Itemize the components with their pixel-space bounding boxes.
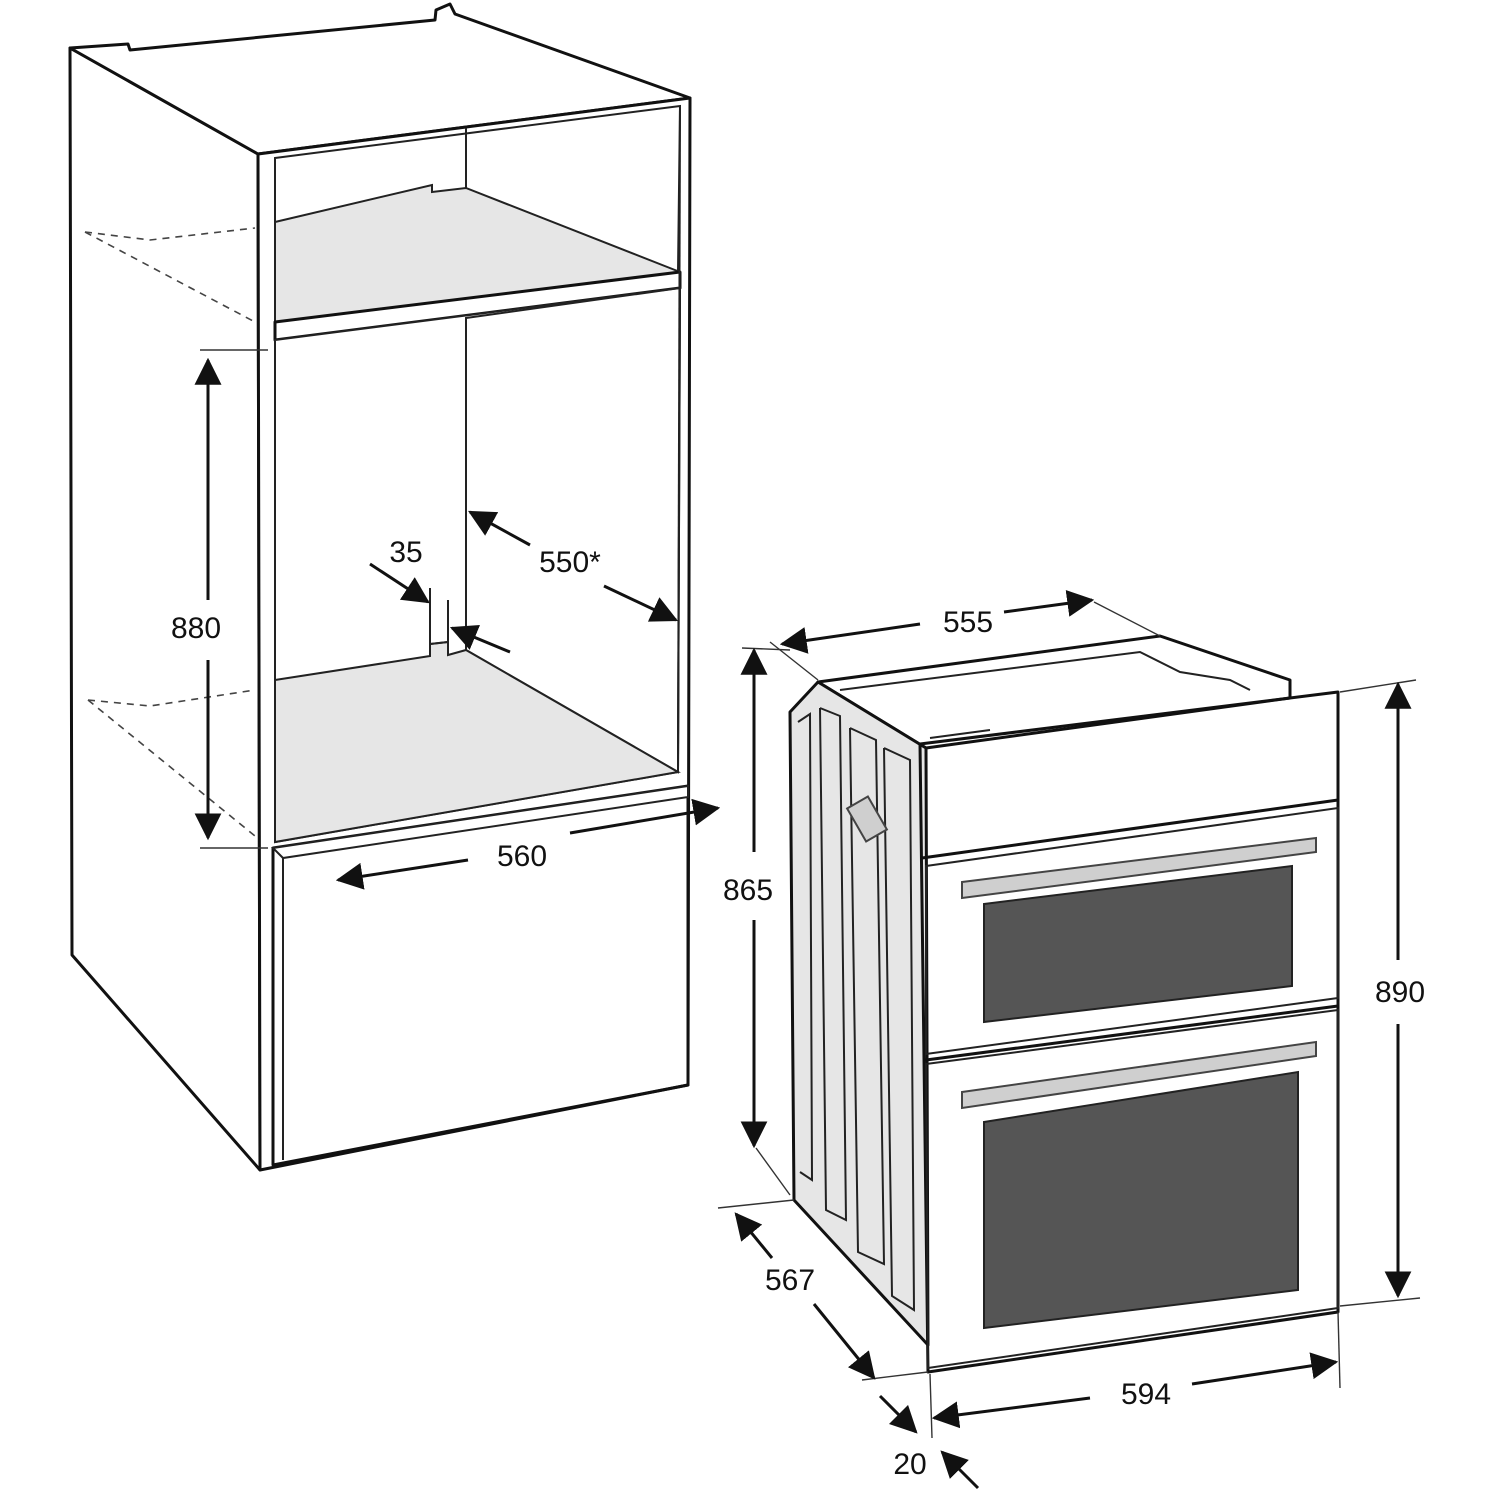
- dim-35-label: 35: [389, 536, 422, 569]
- upper-door-window: [983, 864, 1293, 1024]
- dim-880-label: 880: [171, 612, 221, 645]
- lower-door: [924, 1008, 1339, 1370]
- dim-890-label: 890: [1375, 976, 1425, 1009]
- cabinet-left-panel: [68, 46, 262, 1172]
- cabinet-dimensions: 880 550* 35 560: [171, 349, 721, 890]
- dim-560-label: 560: [497, 840, 547, 873]
- upper-door: [925, 806, 1339, 1056]
- dim-865-label: 865: [723, 874, 773, 907]
- dim-594-label: 594: [1121, 1378, 1171, 1411]
- opening-floor: [274, 640, 681, 844]
- lower-door-handle: [961, 1040, 1317, 1110]
- dim-555-label: 555: [943, 606, 993, 639]
- dim-550-label: 550*: [539, 546, 601, 579]
- lower-door-window: [983, 1070, 1299, 1330]
- upper-door-handle: [961, 836, 1317, 900]
- oven-dimensions: 555 865 890 567 594 20: [717, 589, 1425, 1490]
- oven-drawing: [788, 634, 1340, 1374]
- dim-20-label: 20: [893, 1448, 926, 1481]
- dim-567-label: 567: [765, 1264, 815, 1297]
- cabinet-drawing: [68, 2, 692, 1172]
